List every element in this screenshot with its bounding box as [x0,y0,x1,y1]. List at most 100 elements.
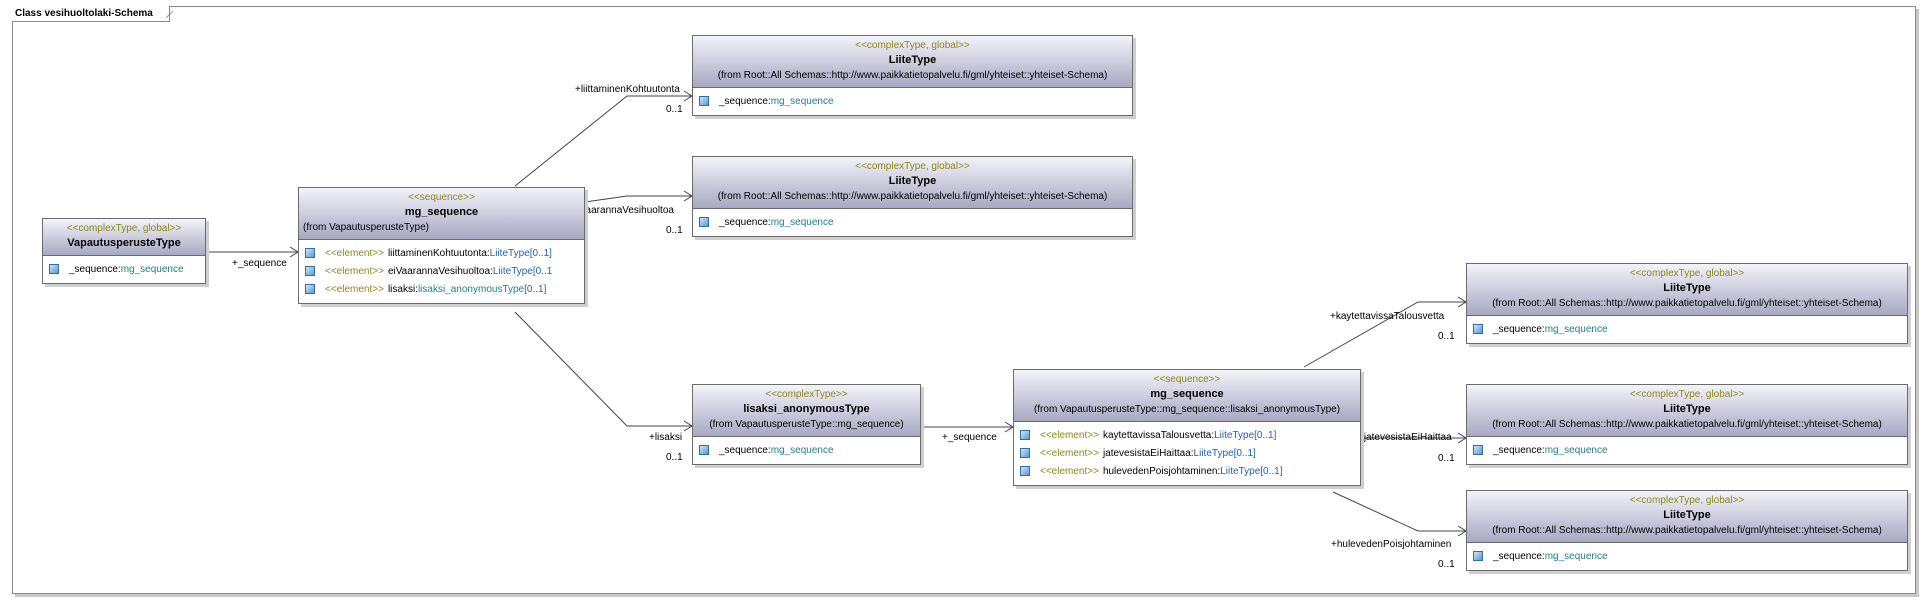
attribute-type: lisaksi_anonymousType [417,283,525,295]
edge-label-lisaksi-mult: 0..1 [666,452,683,463]
class-name: mg_sequence [1150,388,1224,400]
edge-kaytettavissa [1303,301,1466,368]
attribute-type: mg_sequence [1544,444,1608,456]
attributes: _sequence: mg_sequence [693,88,1132,115]
attribute-multiplicity: [0..1] [529,247,552,259]
edge-label-liittaminen-mult: 0..1 [666,104,683,115]
attribute-name: liittaminenKohtuutonta: [387,247,490,259]
attribute-multiplicity: [0..1] [1254,429,1277,441]
attribute-name: hulevedenPoisjohtaminen: [1102,465,1221,477]
class-liitetype-1[interactable]: <<complexType, global>> LiiteType (from … [692,35,1133,116]
element-stereotype: <<element>> [1040,429,1099,441]
attribute-icon [305,266,315,276]
attribute-name: _sequence: [1493,550,1545,562]
class-header: <<complexType, global>> LiiteType (from … [693,36,1132,88]
attribute-icon [1473,324,1483,334]
attribute-icon [1020,448,1030,458]
from-namespace: (from Root::All Schemas::http://www.paik… [717,191,1108,202]
attribute-type: LiiteType [1220,465,1261,477]
attribute-row: _sequence: mg_sequence [699,441,914,459]
edge-liittaminen [514,95,692,187]
stereotype: <<complexType, global>> [1629,389,1745,400]
attribute-row: <<element>> liittaminenKohtuutonta: Liit… [305,244,578,262]
edge-label-jatevesista-mult: 0..1 [1438,453,1455,464]
class-header: <<complexType>> lisaksi_anonymousType (f… [693,385,920,437]
edge-label-huleveden: +hulevedenPoisjohtaminen [1331,539,1452,550]
attributes: _sequence: mg_sequence [693,209,1132,236]
class-name: VapautusperusteType [67,237,181,249]
attributes: _sequence: mg_sequence [693,437,920,464]
attribute-icon [1473,445,1483,455]
class-header: <<complexType, global>> LiiteType (from … [693,157,1132,209]
attribute-name: _sequence: [719,216,771,228]
class-header: <<sequence>> mg_sequence (from Vapautusp… [1014,370,1360,422]
attribute-name: lisaksi: [387,283,418,295]
stereotype: <<complexType, global>> [1629,268,1745,279]
class-mg-sequence-1[interactable]: <<sequence>> mg_sequence (from Vapautusp… [298,187,585,304]
class-header: <<complexType, global>> VapautusperusteT… [43,219,205,256]
attribute-row: <<element>> hulevedenPoisjohtaminen: Lii… [1020,462,1354,480]
from-namespace: (from Root::All Schemas::http://www.paik… [1492,419,1882,430]
class-mg-sequence-2[interactable]: <<sequence>> mg_sequence (from Vapautusp… [1013,369,1361,486]
element-stereotype: <<element>> [325,247,384,259]
attributes: _sequence: mg_sequence [1467,437,1907,464]
class-liitetype-3[interactable]: <<complexType, global>> LiiteType (from … [1466,263,1908,344]
edge-label-eivaaranna-mult: 0..1 [666,225,683,236]
class-name: lisaksi_anonymousType [743,403,870,415]
edge-label-kaytettavissa-mult: 0..1 [1438,331,1455,342]
attribute-type: mg_sequence [770,216,834,228]
attribute-row: _sequence: mg_sequence [49,260,199,278]
attribute-icon [49,264,59,274]
attributes: _sequence: mg_sequence [1467,543,1907,570]
class-name: LiiteType [1663,509,1711,521]
class-name: LiiteType [888,175,937,187]
class-header: <<complexType, global>> LiiteType (from … [1467,491,1907,543]
attribute-type: mg_sequence [120,263,184,275]
class-name: mg_sequence [404,206,479,218]
class-header: <<complexType, global>> LiiteType (from … [1467,385,1907,437]
attribute-type: LiiteType [489,247,530,259]
attribute-row: <<element>> lisaksi: lisaksi_anonymousTy… [305,280,578,298]
attribute-type: LiiteType [1214,429,1255,441]
edge-label-huleveden-mult: 0..1 [1438,559,1455,570]
class-header: <<sequence>> mg_sequence (from Vapautusp… [299,188,584,240]
attribute-icon [305,284,315,294]
attribute-row: _sequence: mg_sequence [1473,547,1901,565]
attribute-row: <<element>> kaytettavissaTalousvetta: Li… [1020,426,1354,444]
edge-label-sequence2: +_sequence [942,432,997,443]
attribute-type: mg_sequence [1544,323,1608,335]
attribute-icon [699,445,709,455]
element-stereotype: <<element>> [1040,465,1099,477]
edge-label-kaytettavissa: +kaytettavissaTalousvetta [1330,311,1445,322]
class-liitetype-2[interactable]: <<complexType, global>> LiiteType (from … [692,156,1133,237]
from-namespace: (from VapautusperusteType) [303,222,429,233]
class-name: LiiteType [1663,403,1711,415]
class-liitetype-5[interactable]: <<complexType, global>> LiiteType (from … [1466,490,1908,571]
class-vapautusperustetype[interactable]: <<complexType, global>> VapautusperusteT… [42,218,206,284]
stereotype: <<sequence>> [408,192,475,203]
element-stereotype: <<element>> [325,265,384,277]
class-name: LiiteType [888,54,937,66]
attribute-icon [1020,466,1030,476]
attribute-name: _sequence: [1493,444,1545,456]
attribute-name: _sequence: [719,444,771,456]
attribute-row: _sequence: mg_sequence [1473,441,1901,459]
attribute-name: eiVaarannaVesihuoltoa: [387,265,493,277]
attribute-name: kaytettavissaTalousvetta: [1102,429,1215,441]
attributes: _sequence: mg_sequence [1467,316,1907,343]
stereotype: <<complexType, global>> [855,40,970,51]
attribute-icon [1473,551,1483,561]
class-liitetype-4[interactable]: <<complexType, global>> LiiteType (from … [1466,384,1908,465]
class-lisaksi-anonymoustype[interactable]: <<complexType>> lisaksi_anonymousType (f… [692,384,921,465]
from-namespace: (from VapautusperusteType::mg_sequence::… [1033,404,1341,415]
class-name: LiiteType [1663,282,1711,294]
stereotype: <<sequence>> [1153,374,1221,385]
element-stereotype: <<element>> [325,283,384,295]
attribute-row: _sequence: mg_sequence [699,213,1126,231]
from-namespace: (from Root::All Schemas::http://www.paik… [1492,298,1882,309]
attributes: <<element>> liittaminenKohtuutonta: Liit… [299,240,584,303]
attribute-name: _sequence: [719,95,771,107]
attribute-name: jatevesistaEiHaittaa: [1102,447,1194,459]
attribute-icon [699,217,709,227]
element-stereotype: <<element>> [1040,447,1099,459]
